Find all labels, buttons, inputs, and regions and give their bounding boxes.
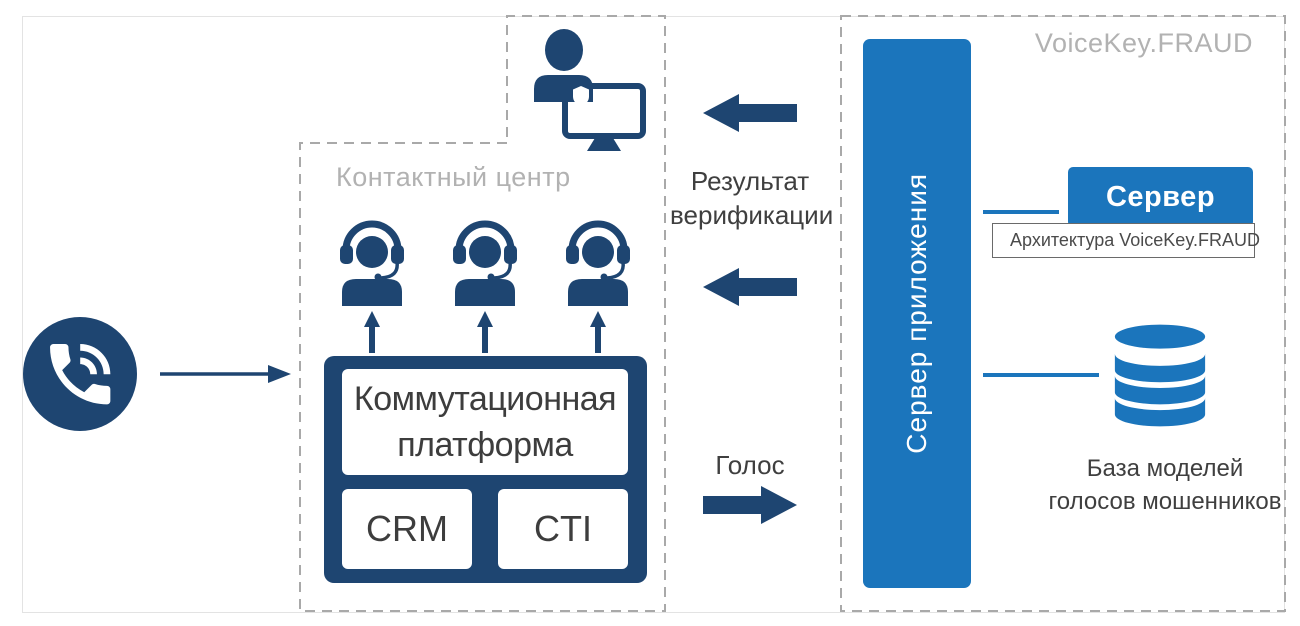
app-server-label: Сервер приложения — [901, 173, 932, 454]
app-server-bar: Сервер приложения — [863, 39, 971, 588]
operator-headset-icon — [340, 220, 404, 306]
badge-icon — [573, 86, 589, 106]
voice-arrow — [703, 486, 797, 524]
server-box[interactable]: Сервер — [1068, 167, 1253, 227]
switch-platform-title: Коммутационная платформа — [342, 369, 628, 475]
database-connector-line — [983, 373, 1099, 377]
result-arrow-top — [703, 94, 797, 132]
security-officer-monitor-icon — [534, 29, 646, 151]
database-label: База моделей голосов мошенников — [1030, 452, 1300, 518]
cti-module-box: CTI — [498, 489, 628, 569]
voice-label: Голос — [715, 450, 785, 480]
voicekey-outline — [840, 15, 1286, 612]
crm-module-box: CRM — [342, 489, 472, 569]
switch-platform-box: Коммутационная платформа CRM CTI — [324, 356, 647, 583]
database-icon — [1114, 324, 1206, 427]
verification-result-line2: верификации — [670, 200, 834, 230]
contact-center-title: Контактный центр — [336, 162, 571, 192]
operator-headset-icon — [453, 220, 517, 306]
switch-platform-title-line2: платформа — [397, 426, 573, 464]
operator-headset-icon — [566, 220, 630, 306]
agent-arrow-2 — [477, 311, 493, 353]
verification-result-label: Результат верификации — [670, 164, 834, 232]
database-label-line1: База моделей — [1086, 455, 1244, 482]
architecture-tooltip: Архитектура VoiceKey.FRAUD — [992, 223, 1260, 258]
verification-result-line1: Результат — [690, 166, 810, 196]
monitor-stand — [587, 138, 621, 151]
voicekey-title: VoiceKey.FRAUD — [1034, 28, 1253, 58]
agent-arrow-3 — [590, 311, 606, 353]
officer-head — [545, 29, 583, 71]
result-arrow-bottom — [703, 268, 797, 306]
image-frame — [22, 16, 1285, 613]
incoming-call-icon — [23, 317, 137, 431]
agent-arrow-1 — [364, 311, 380, 353]
call-arrow-head — [268, 365, 291, 383]
server-connector-line — [983, 210, 1059, 214]
switch-platform-title-line1: Коммутационная — [353, 380, 617, 418]
contact-center-outline — [299, 15, 666, 612]
database-label-line2: голосов мошенников — [1048, 488, 1282, 515]
